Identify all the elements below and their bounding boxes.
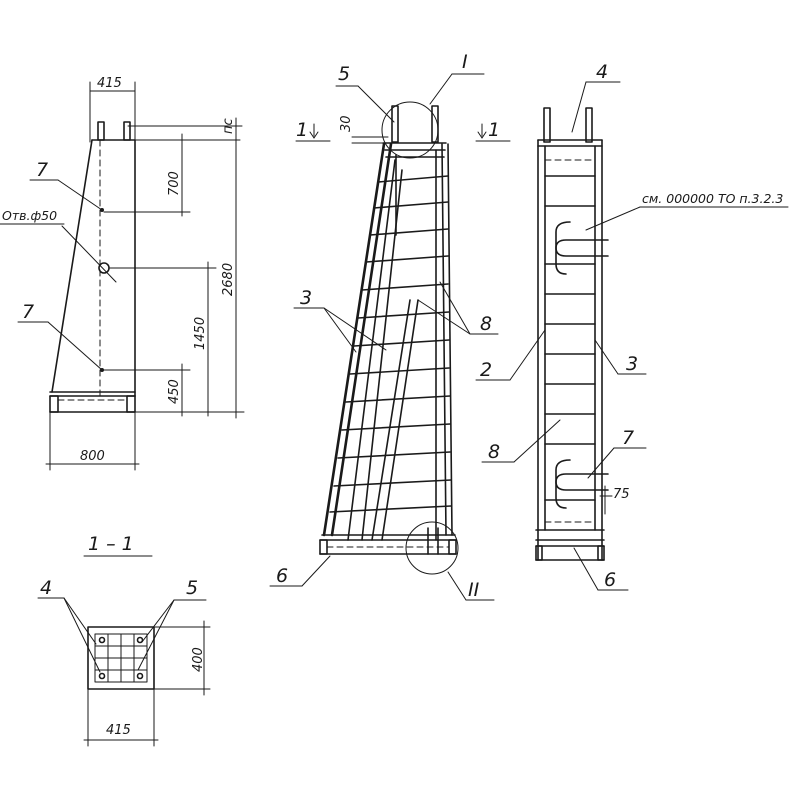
label-rebar-6-right: 6: [604, 569, 616, 591]
dim-450: 450: [167, 379, 182, 404]
label-rebar-7-top: 7: [36, 159, 48, 181]
callout-detail-II: II: [468, 579, 480, 601]
label-marker-4-section: 4: [40, 577, 52, 599]
dim-section-height: 400: [191, 647, 206, 672]
label-rebar-7-right: 7: [622, 427, 634, 449]
section-mark-left: 1: [296, 119, 308, 141]
side-elevation: [475, 81, 789, 591]
label-rebar-8: 8: [480, 313, 492, 335]
callout-detail-I: I: [462, 51, 468, 73]
side-stirrups: [544, 175, 596, 501]
label-rebar-3-right: 3: [626, 353, 638, 375]
section-mark-right: 1: [488, 119, 500, 141]
section-1-1: [37, 555, 211, 747]
stirrups: [329, 175, 452, 513]
label-rebar-2: 2: [480, 359, 492, 381]
column-elevation: [0, 81, 245, 471]
dim-800: 800: [80, 449, 105, 464]
label-rebar-3: 3: [300, 287, 312, 309]
section-title: 1 – 1: [88, 533, 134, 555]
dim-section-width: 415: [106, 723, 131, 738]
label-rebar-6-middle: 6: [276, 565, 288, 587]
dim-2680: 2680: [221, 263, 236, 296]
label-marker-5: 5: [338, 63, 350, 85]
label-marker-5-section: 5: [186, 577, 198, 599]
dim-edge: пс: [221, 118, 236, 134]
dim-75: 75: [613, 487, 630, 502]
label-rebar-8-right: 8: [488, 441, 500, 463]
reference-note: см. 000000 ТО п.3.2.3: [642, 191, 783, 206]
dim-30: 30: [339, 115, 354, 132]
cage-elevation: [269, 73, 511, 601]
dim-700: 700: [167, 171, 182, 196]
label-rebar-7-bottom: 7: [22, 301, 34, 323]
label-marker-4-right: 4: [596, 61, 608, 83]
dim-1450: 1450: [193, 317, 208, 350]
dim-top-width: 415: [97, 76, 122, 91]
hole-note: Отв.ф50: [2, 208, 57, 223]
